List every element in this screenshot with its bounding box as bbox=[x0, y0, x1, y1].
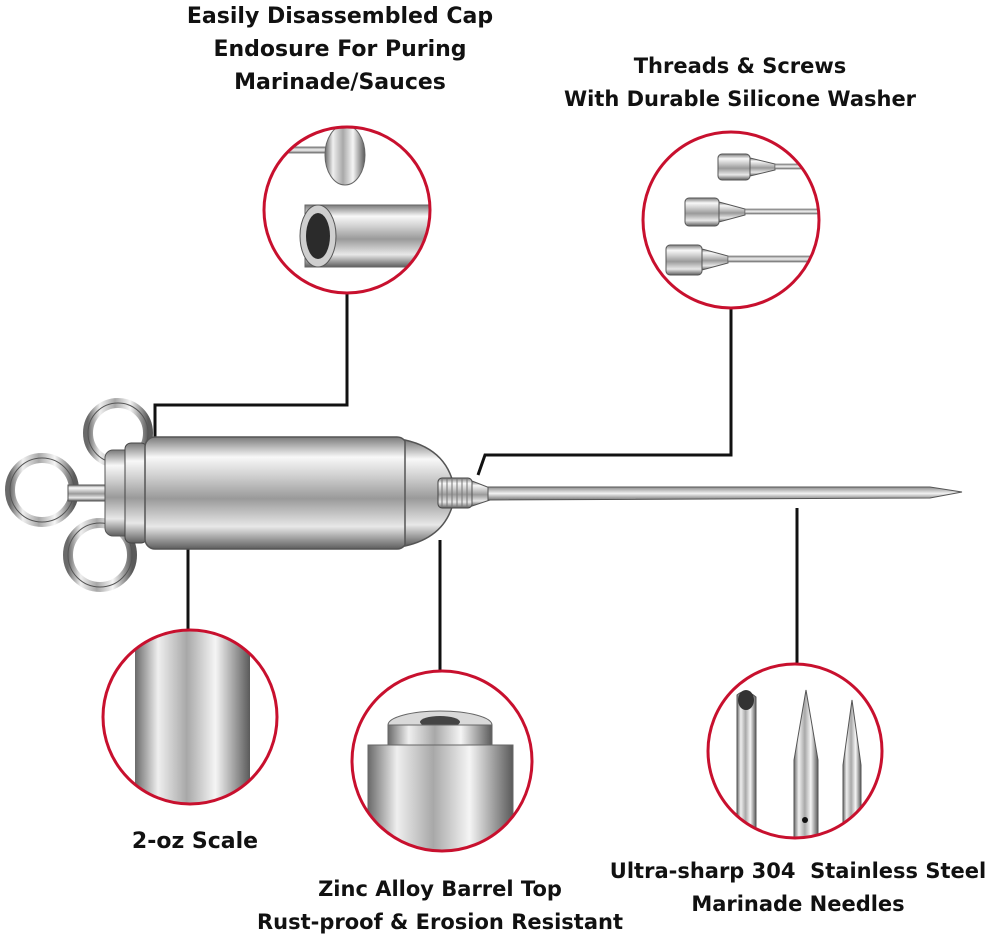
needle-thread-detail-image bbox=[641, 130, 821, 310]
caption-line: Marinade Needles bbox=[691, 892, 905, 916]
cap-detail-image bbox=[262, 125, 432, 295]
caption-line: 2-oz Scale bbox=[131, 829, 259, 854]
caption-needles: Ultra-sharp 304 Stainless Steel Marinade… bbox=[600, 855, 996, 921]
caption-line: Easily Disassembled Cap bbox=[186, 4, 494, 29]
caption-line: Threads & Screws bbox=[633, 54, 847, 78]
caption-line: Ultra-sharp 304 Stainless Steel bbox=[609, 859, 987, 883]
leader-line-cap bbox=[153, 293, 349, 450]
caption-line: Rust-proof & Erosion Resistant bbox=[256, 910, 623, 934]
caption-line: Zinc Alloy Barrel Top bbox=[318, 877, 562, 901]
caption-barrel-top: Zinc Alloy Barrel Top Rust-proof & Erosi… bbox=[230, 873, 650, 939]
scale-detail-image bbox=[101, 628, 279, 806]
barrel-top-detail-image bbox=[350, 669, 534, 853]
syringe-illustration bbox=[5, 398, 963, 592]
caption-line: Marinade/Sauces bbox=[234, 70, 446, 95]
caption-line: With Durable Silicone Washer bbox=[563, 87, 917, 111]
caption-scale: 2-oz Scale bbox=[100, 825, 290, 858]
caption-cap-enclosure: Easily Disassembled Cap Endosure For Pur… bbox=[150, 0, 530, 99]
needle-tip-detail-image bbox=[706, 662, 884, 840]
caption-line: Endosure For Puring bbox=[213, 37, 467, 62]
leader-lines bbox=[153, 293, 799, 671]
caption-threads: Threads & Screws With Durable Silicone W… bbox=[520, 50, 960, 116]
leader-line-threads bbox=[476, 308, 733, 476]
